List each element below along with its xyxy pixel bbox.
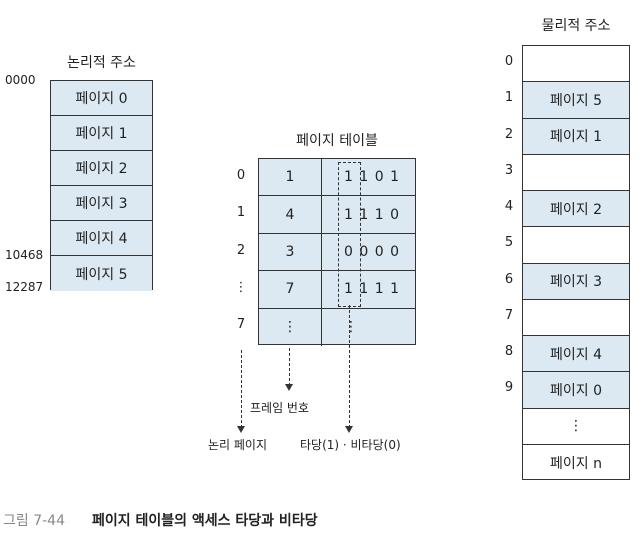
frame-cell: [523, 300, 629, 336]
logical-page-cell: 페이지 5: [51, 256, 152, 291]
valid-bits-cell: 1 1 1 1: [344, 281, 400, 298]
logical-page-cell: 페이지 3: [51, 186, 152, 221]
frame-index: 7: [504, 307, 514, 323]
page-table-row: 1 1 1 0 1: [259, 159, 415, 197]
physical-title: 물리적 주소: [541, 18, 611, 34]
valid-bits-cell: 0 0 0 0: [344, 243, 400, 260]
frame-cell: [523, 46, 629, 83]
frame-number-cell: 3: [259, 233, 322, 271]
frame-cell: 페이지 0: [523, 372, 629, 409]
frame-index: 8: [504, 344, 514, 360]
valid-bits-cell: 1 1 0 1: [344, 169, 400, 186]
valid-bits-cell: ⋮: [344, 319, 359, 336]
page-index: 0: [236, 167, 246, 183]
address-label: 12287: [5, 280, 44, 294]
arrow-down-icon: [237, 426, 245, 433]
logical-page-cell: 페이지 0: [51, 81, 152, 116]
frame-number-cell: ⋮: [259, 308, 322, 346]
page-table-title: 페이지 테이블: [296, 133, 378, 149]
page-index: ⋮: [234, 279, 248, 295]
logical-page-cell: 페이지 2: [51, 151, 152, 186]
frame-cell: 페이지 n: [550, 455, 602, 472]
frame-cell: 페이지 4: [523, 336, 629, 373]
frame-cell: 페이지 5: [523, 82, 629, 119]
page-table-row: 3 0 0 0 0: [259, 233, 415, 272]
frame-number-label: 프레임 번호: [250, 401, 310, 415]
page-table-row: ⋮⋮: [259, 308, 415, 346]
frame-index: 1: [504, 90, 514, 106]
logical-title: 논리적 주소: [67, 55, 136, 71]
arrow-down-icon: [285, 384, 293, 391]
address-label: 0000: [5, 73, 36, 87]
frame-index: 0: [504, 54, 514, 70]
page-index: 1: [236, 205, 246, 221]
valid-bits-cell: 1 1 1 0: [344, 206, 400, 223]
caption-text: 페이지 테이블의 액세스 타당과 비타당: [92, 513, 318, 529]
frame-cell: [523, 227, 629, 264]
frame-cell: ⋮: [523, 409, 629, 445]
frame-index: 9: [504, 380, 514, 396]
frame-index: 5: [504, 235, 514, 251]
logical-page-cell: 페이지 4: [51, 221, 152, 256]
frame-cell: 페이지 3: [523, 263, 629, 300]
page-table-row: 7 1 1 1 1: [259, 271, 415, 309]
page-index: 7: [236, 317, 246, 333]
frame-cell: 페이지 2: [523, 191, 629, 228]
page-index: 2: [236, 242, 246, 258]
logical-page-cell: 페이지 1: [51, 116, 152, 151]
frame-index: 3: [504, 162, 514, 178]
caption-number: 그림 7-44: [3, 513, 65, 529]
page-table-row: 4 1 1 1 0: [259, 196, 415, 234]
frame-number-cell: 7: [259, 271, 322, 308]
frame-number-cell: 4: [259, 196, 322, 233]
frame-cell: 페이지 1: [523, 118, 629, 155]
frame-cell: [523, 155, 629, 191]
logical-page-label: 논리 페이지: [208, 438, 268, 452]
arrow-down-icon: [345, 426, 353, 433]
address-label: 10468: [5, 248, 44, 262]
frame-index: 6: [504, 271, 514, 287]
valid-label: 타당(1) · 비타당(0): [300, 438, 401, 452]
frame-index: 2: [504, 126, 514, 142]
frame-index: 4: [504, 199, 514, 215]
valid-bit-highlight: [338, 162, 361, 307]
frame-number-cell: 1: [259, 159, 322, 196]
